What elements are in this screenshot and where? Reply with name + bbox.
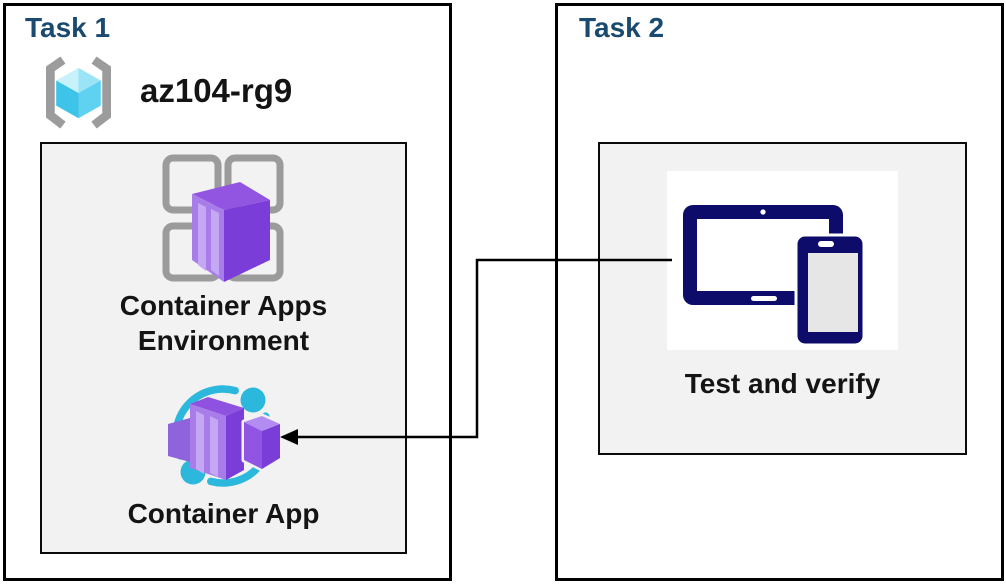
phone-speaker [818,241,834,247]
tablet-camera-dot [760,209,766,215]
container-app-label: Container App [127,498,320,529]
container-apps-environment-icon [162,154,284,282]
test-and-verify-label: Test and verify [684,368,881,399]
task1-title: Task 1 [25,12,111,43]
resource-group-name: az104-rg9 [140,72,293,109]
tablet-home-button [751,296,777,301]
tablet-and-phone-icon [683,205,866,347]
container-app-icon [168,385,283,487]
environment-label-line1: Container Apps [119,290,328,321]
azure-resource-group-icon [46,56,111,129]
environment-label-line2: Environment [137,325,310,356]
devices-icon-plate [667,171,898,350]
node-dot [240,387,266,413]
task2-title: Task 2 [579,12,665,43]
environment-label: Container Apps Environment [40,288,407,358]
